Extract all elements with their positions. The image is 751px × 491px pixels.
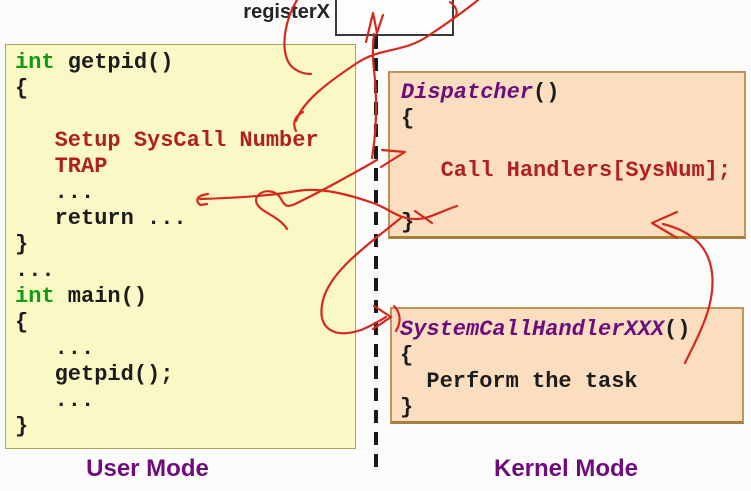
code-line: Call Handlers[SysNum]; [401, 158, 732, 183]
code-line: Perform the task [400, 369, 638, 394]
syscall-handler-box: SystemCallHandlerXXX(){ Perform the task… [390, 307, 744, 424]
code-line: int getpid() [15, 50, 174, 75]
code-line: TRAP [15, 154, 108, 179]
code-line: SystemCallHandlerXXX() [400, 317, 691, 342]
code-line: { [15, 76, 29, 101]
code-line: } [15, 414, 29, 439]
code-line: } [401, 210, 415, 235]
kernel-mode-label: Kernel Mode [493, 455, 639, 482]
code-line: Setup SysCall Number [15, 128, 319, 153]
code-line: ... [15, 258, 55, 283]
code-line [401, 132, 744, 158]
code-line: { [401, 106, 415, 131]
registerx-box [335, 0, 454, 36]
code-line [15, 102, 355, 128]
code-line: ... [15, 388, 95, 413]
code-line: } [400, 395, 414, 420]
code-line: ... [15, 336, 95, 361]
code-line: { [15, 310, 29, 335]
dispatcher-box: Dispatcher(){ Call Handlers[SysNum]; } [388, 71, 746, 239]
user-mode-label: User Mode [86, 455, 209, 482]
code-line [401, 184, 744, 210]
code-line: Dispatcher() [401, 80, 560, 105]
user-code-box: int getpid(){ Setup SysCall Number TRAP … [5, 44, 356, 449]
code-line: return ... [15, 206, 187, 231]
code-line: } [15, 232, 29, 257]
registerx-label: registerX [243, 1, 330, 23]
code-line: getpid(); [15, 362, 174, 387]
code-line: { [400, 343, 414, 368]
code-line: int main() [15, 284, 148, 309]
code-line: ... [15, 180, 95, 205]
